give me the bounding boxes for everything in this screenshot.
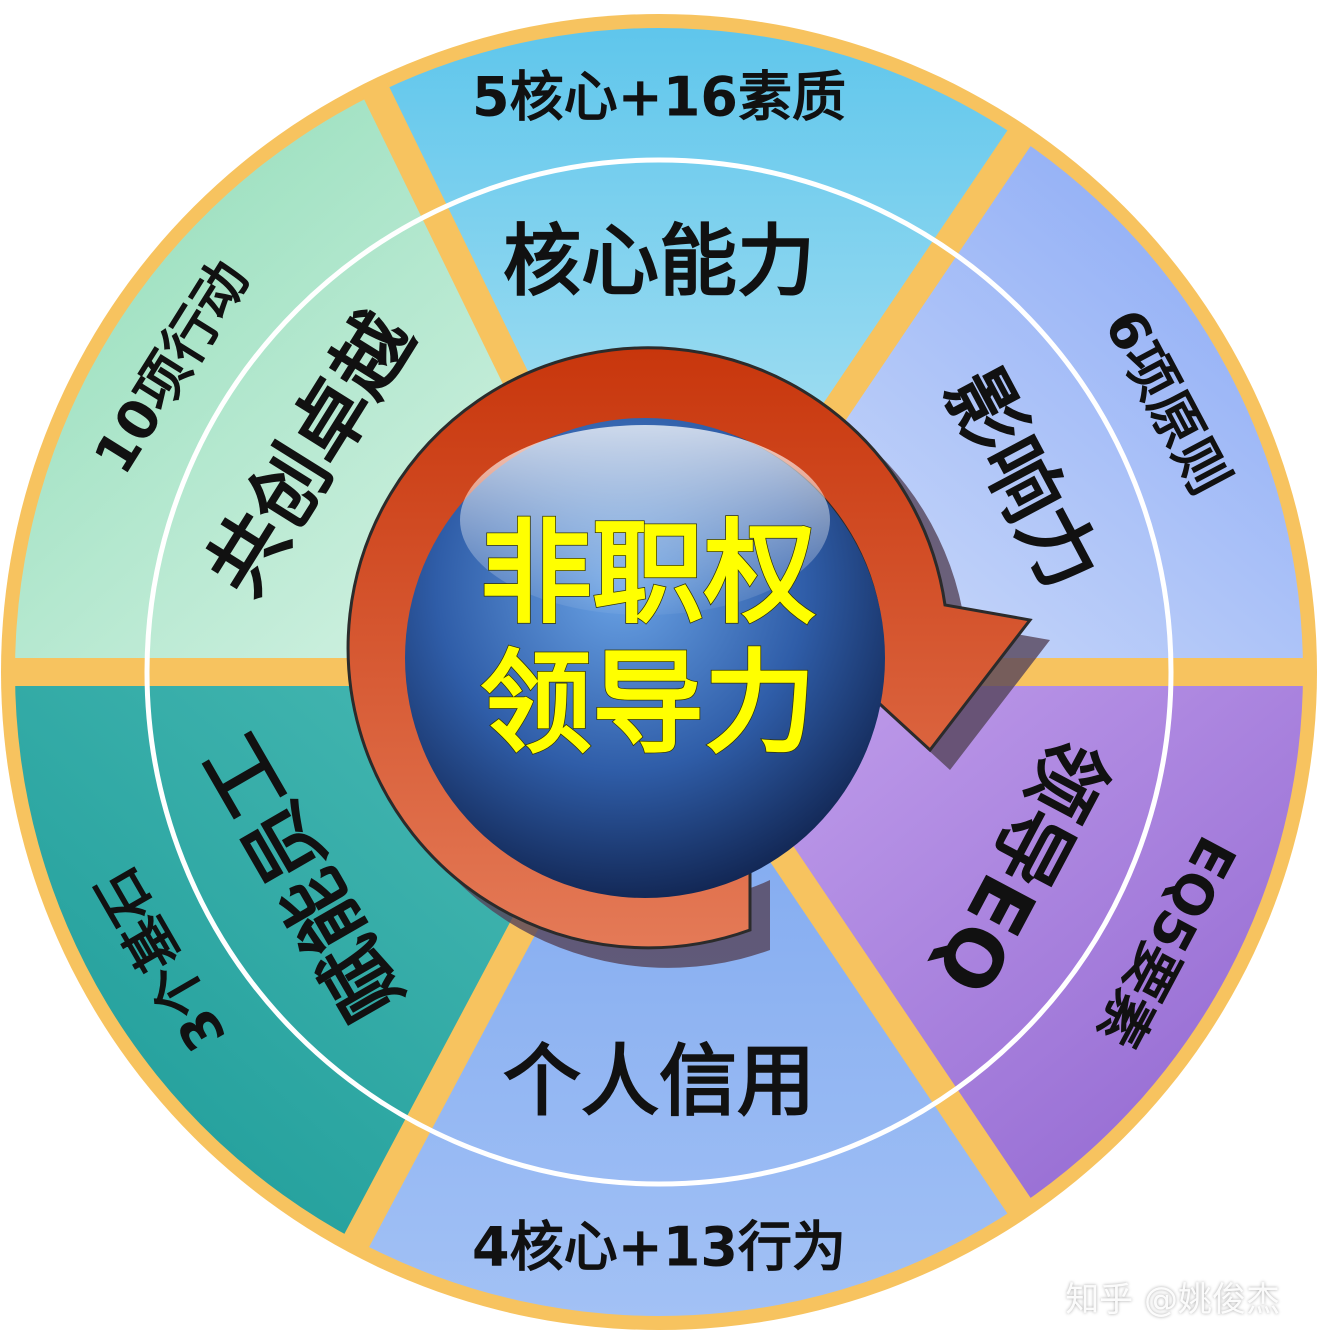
segment-credit	[356, 672, 1020, 1316]
center-title-line2: 领导力	[480, 639, 816, 769]
center-title-line1: 非职权	[480, 509, 816, 639]
center-sphere-highlight	[460, 425, 830, 615]
segment-subtitle-core: 5核心+16素质	[472, 66, 846, 129]
segment-core	[376, 27, 1020, 672]
segment-title-core: 核心能力	[503, 217, 815, 307]
watermark: 知乎 @姚俊杰	[1065, 1280, 1280, 1320]
inner-ring-line	[144, 157, 1174, 1187]
segment-title-credit: 个人信用	[503, 1037, 815, 1127]
segment-subtitle-credit: 4核心+13行为	[472, 1216, 846, 1279]
